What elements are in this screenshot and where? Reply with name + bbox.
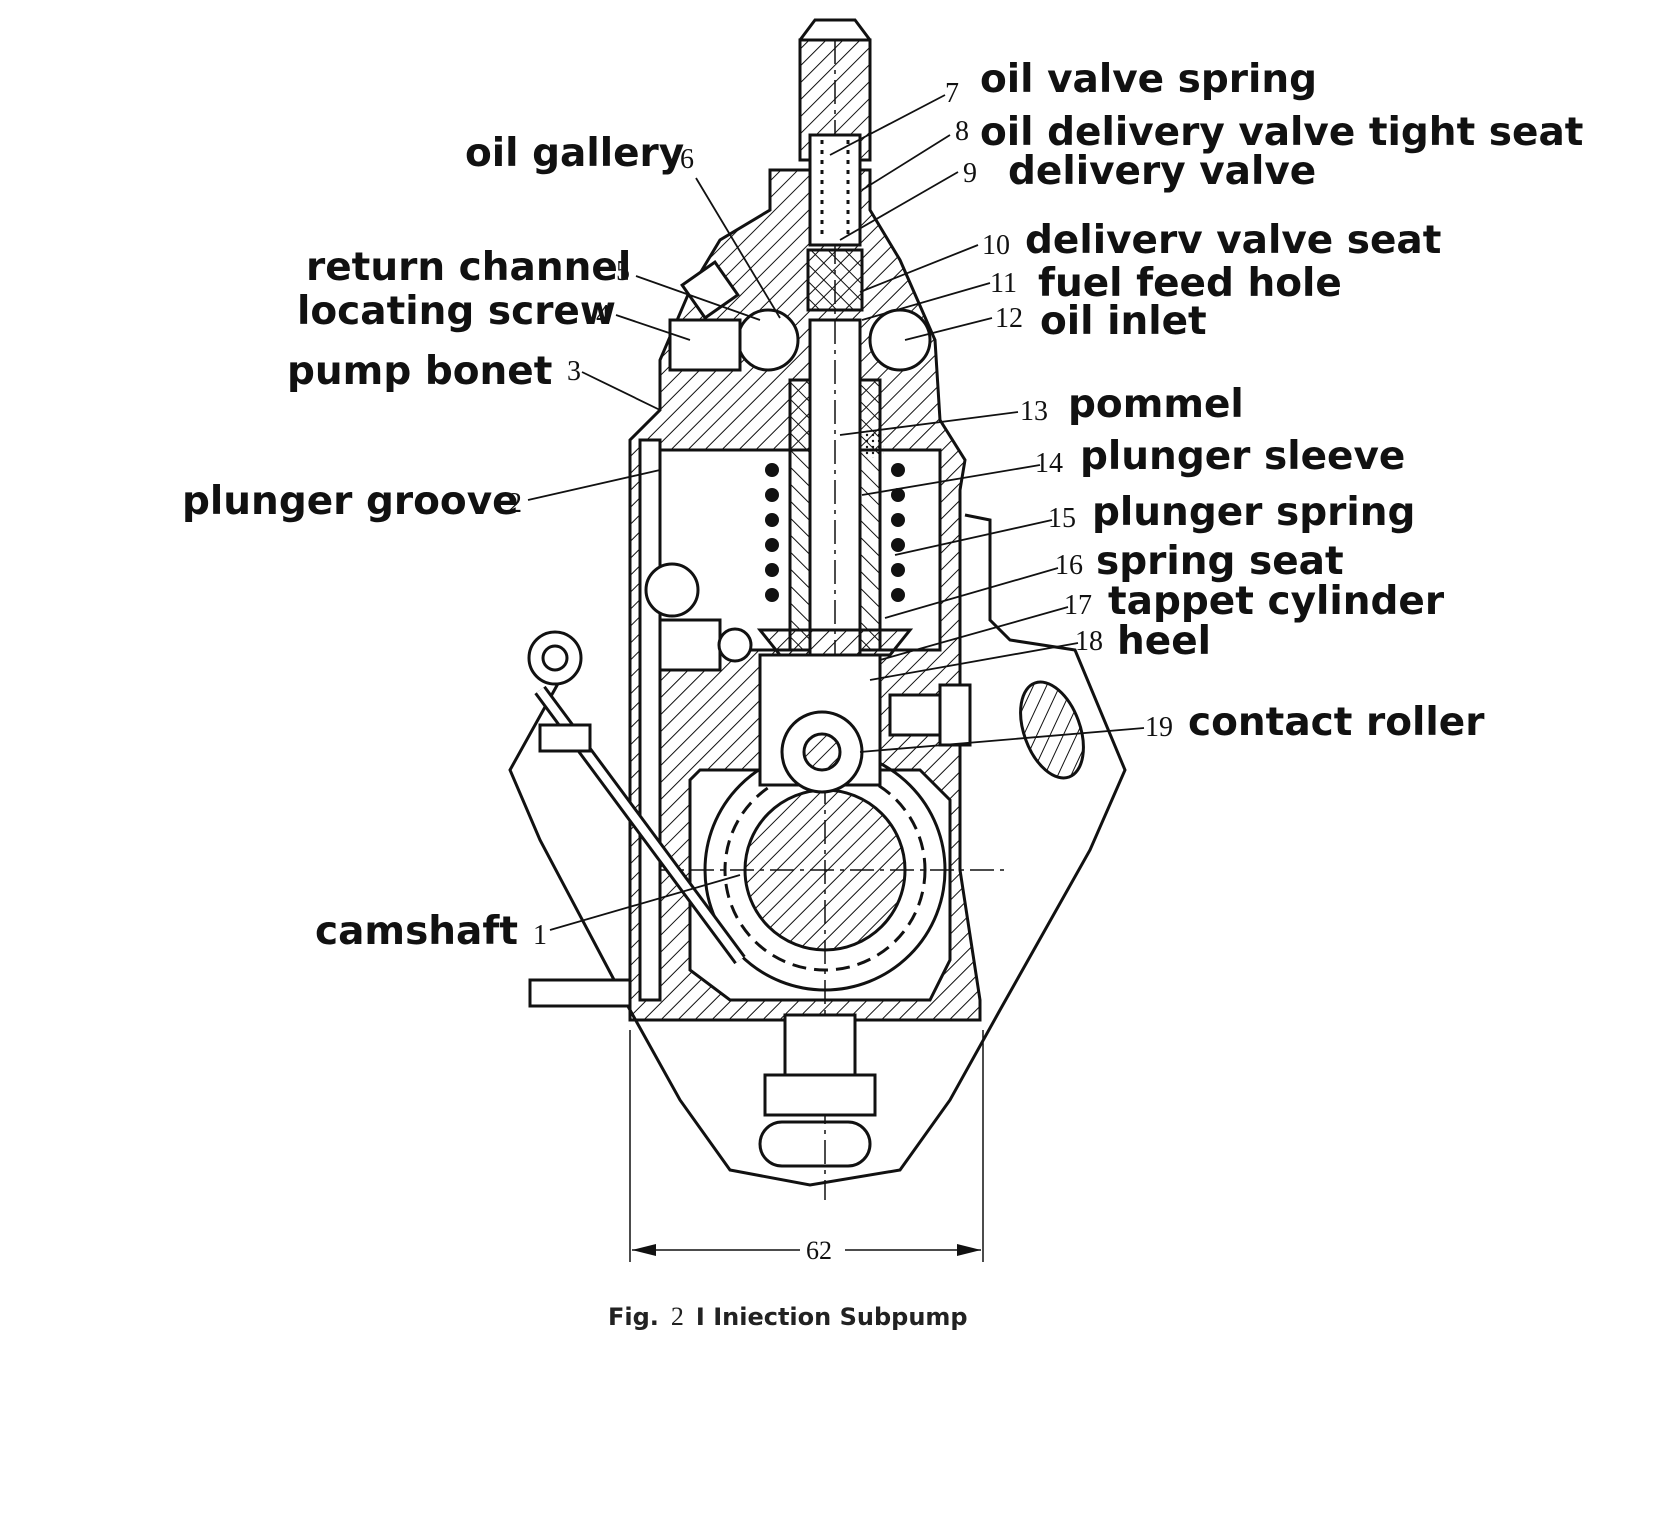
mounting-flange bbox=[508, 513, 1127, 1187]
leader-1 bbox=[549, 874, 741, 931]
number-13: 13 bbox=[1020, 396, 1048, 427]
return-channel-circle bbox=[736, 308, 800, 372]
plunger-spring-coils bbox=[765, 463, 905, 602]
label-return-channel: return channel bbox=[306, 245, 632, 290]
side-screw-head bbox=[938, 683, 972, 747]
leader-12 bbox=[904, 317, 993, 341]
leader-lines bbox=[527, 94, 1145, 931]
number-11: 11 bbox=[990, 268, 1017, 299]
leader-16 bbox=[884, 567, 1059, 619]
number-3: 3 bbox=[567, 356, 581, 387]
label-heel: heel bbox=[1117, 619, 1212, 664]
leader-7 bbox=[829, 94, 946, 156]
adjusting-bolt bbox=[717, 627, 753, 663]
label-oil-gallery: oil gallery bbox=[465, 131, 685, 176]
label-fuel-feed-hole: fuel feed hole bbox=[1038, 261, 1342, 306]
control-rack bbox=[638, 438, 662, 1002]
number-5: 5 bbox=[616, 256, 630, 287]
caption-title: I Iniection Subpump bbox=[695, 1303, 968, 1331]
dimension-value: 62 bbox=[806, 1236, 832, 1265]
leader-19 bbox=[859, 727, 1145, 753]
label-plunger-spring: plunger spring bbox=[1092, 490, 1416, 535]
caption-number: 2 bbox=[670, 1302, 684, 1331]
adjusting-block bbox=[658, 618, 722, 672]
lever-pivot-inner bbox=[541, 644, 569, 672]
bottom-nut bbox=[763, 1073, 877, 1117]
oil-inlet bbox=[868, 308, 932, 372]
label-pump-bonet: pump bonet bbox=[287, 349, 553, 394]
label-camshaft: camshaft bbox=[315, 909, 518, 954]
leader-17 bbox=[879, 606, 1069, 661]
label-oil-valve-spring: oil valve spring bbox=[980, 57, 1318, 102]
label-locating-screw: locating screw bbox=[297, 289, 616, 334]
number-18: 18 bbox=[1075, 626, 1103, 657]
leader-5 bbox=[635, 275, 761, 321]
number-12: 12 bbox=[995, 303, 1023, 334]
label-plunger-sleeve: plunger sleeve bbox=[1080, 434, 1406, 479]
number-1: 1 bbox=[533, 920, 547, 951]
number-10: 10 bbox=[982, 230, 1010, 261]
label-delivery-valve: delivery valve bbox=[1008, 149, 1317, 194]
number-15: 15 bbox=[1048, 503, 1076, 534]
label-delivery-valve-seat: deliverv valve seat bbox=[1025, 218, 1442, 263]
pommel-seal bbox=[862, 430, 884, 458]
number-6: 6 bbox=[680, 144, 694, 175]
label-spring-seat: spring seat bbox=[1096, 539, 1344, 584]
control-sleeve-gear bbox=[644, 562, 700, 618]
roller-pin bbox=[802, 732, 842, 772]
number-14: 14 bbox=[1035, 448, 1063, 479]
label-oil-delivery-valve-tight-seat: oil delivery valve tight seat bbox=[980, 110, 1584, 155]
label-contact-roller: contact roller bbox=[1188, 700, 1485, 745]
dimension-arrow-right bbox=[957, 1244, 981, 1256]
number-7: 7 bbox=[945, 78, 959, 109]
leader-18 bbox=[869, 642, 1079, 681]
dimension-arrow-left bbox=[632, 1244, 656, 1256]
nozzle-tip bbox=[798, 18, 872, 41]
flange-slot-right bbox=[1019, 680, 1085, 780]
number-9: 9 bbox=[963, 158, 977, 189]
label-plunger-groove: plunger groove bbox=[182, 479, 519, 524]
number-16: 16 bbox=[1055, 550, 1083, 581]
delivery-valve-seat bbox=[806, 248, 864, 312]
caption-prefix: Fig. bbox=[608, 1303, 659, 1331]
leader-4 bbox=[615, 314, 691, 341]
label-pommel: pommel bbox=[1068, 382, 1244, 427]
number-8: 8 bbox=[955, 116, 969, 147]
upper-left-stud bbox=[538, 723, 592, 753]
leader-15 bbox=[894, 519, 1053, 556]
leader-8 bbox=[861, 134, 951, 191]
leader-14 bbox=[861, 464, 1041, 496]
leader-9 bbox=[839, 171, 959, 241]
label-oil-inlet: oil inlet bbox=[1040, 299, 1207, 344]
left-stud bbox=[528, 978, 632, 1008]
label-tappet-cylinder: tappet cylinder bbox=[1108, 579, 1445, 624]
leader-6 bbox=[695, 177, 781, 319]
number-19: 19 bbox=[1145, 712, 1173, 743]
leader-10 bbox=[859, 244, 979, 293]
leader-2 bbox=[527, 469, 661, 501]
leader-11 bbox=[861, 282, 991, 321]
figure-caption: Fig. 2 I Iniection Subpump bbox=[608, 1302, 968, 1332]
flange-slot-bottom bbox=[758, 1120, 872, 1168]
number-2: 2 bbox=[508, 488, 522, 519]
spring-seat bbox=[756, 628, 914, 657]
locating-screw bbox=[668, 318, 742, 372]
leader-13 bbox=[839, 411, 1019, 436]
number-17: 17 bbox=[1064, 590, 1092, 621]
number-4: 4 bbox=[596, 300, 610, 331]
leader-3 bbox=[581, 371, 661, 411]
bottom-plug bbox=[783, 1013, 857, 1077]
